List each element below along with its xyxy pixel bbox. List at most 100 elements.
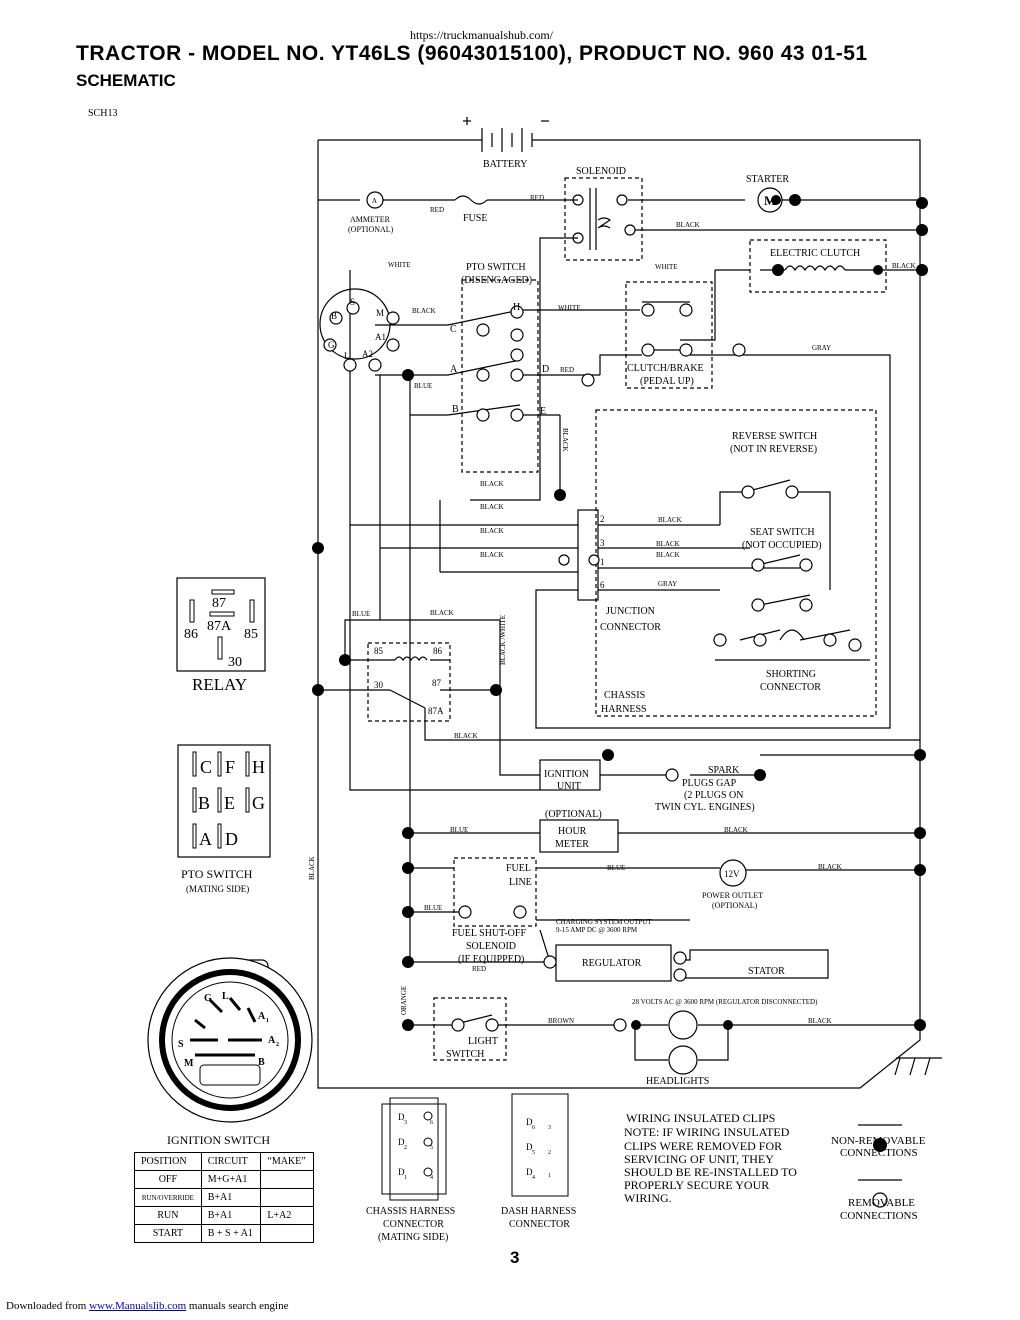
svg-text:(NOT OCCUPIED): (NOT OCCUPIED) [742,540,822,551]
electric-clutch-label: ELECTRIC CLUTCH [770,248,860,259]
svg-text:(DISENGAGED): (DISENGAGED) [461,275,532,286]
svg-text:L: L [344,351,350,361]
svg-text:3: 3 [600,538,605,548]
relay-diagram: 87 87A 86 85 30 RELAY [176,577,266,694]
svg-text:4: 4 [532,1175,535,1181]
svg-text:F: F [225,757,235,777]
ignition-unit-label: IGNITION [544,769,589,780]
dash-harness-connector: D6 D5 D4 321 DASH HARNESS CONNECTOR [501,1093,576,1230]
reverse-switch-label: REVERSE SWITCH [732,431,817,442]
svg-text:A2: A2 [362,349,373,359]
svg-text:WIRING.: WIRING. [624,1191,672,1205]
chassis-label: CHASSIS [604,690,645,701]
svg-text:(OPTIONAL): (OPTIONAL) [712,901,758,910]
svg-text:CONNECTIONS: CONNECTIONS [840,1210,918,1222]
svg-text:BLACK: BLACK [454,732,478,740]
svg-text:BLACK: BLACK [658,516,682,524]
pto-mating-label: PTO SWITCH [181,867,253,881]
footer: Downloaded from www.Manualslib.com manua… [6,1300,288,1312]
svg-text:WHITE: WHITE [388,261,411,269]
svg-text:G: G [328,340,335,350]
footer-prefix: Downloaded from [6,1300,87,1312]
svg-text:GRAY: GRAY [812,344,831,352]
svg-text:LINE: LINE [509,877,532,888]
svg-text:FUEL: FUEL [506,863,531,874]
svg-text:CLIPS WERE REMOVED FOR: CLIPS WERE REMOVED FOR [624,1139,782,1153]
svg-text:1: 1 [548,1173,551,1179]
svg-text:RED: RED [560,366,574,374]
svg-text:B: B [452,404,459,415]
svg-text:BLUE: BLUE [450,826,468,834]
svg-text:(IF EQUIPPED): (IF EQUIPPED) [458,954,524,965]
spark-label: SPARK [708,765,740,776]
svg-text:RED: RED [530,194,544,202]
light-switch-label: LIGHT [468,1036,498,1047]
svg-text:BLUE: BLUE [352,610,370,618]
svg-text:L: L [222,991,229,1002]
svg-text:HARNESS: HARNESS [601,704,647,715]
svg-text:SWITCH: SWITCH [446,1049,484,1060]
svg-text:METER: METER [555,839,589,850]
svg-text:BLACK: BLACK [676,221,700,229]
page-title: TRACTOR - MODEL NO. YT46LS (96043015100)… [76,42,868,65]
svg-text:CONNECTOR: CONNECTOR [383,1219,444,1230]
svg-text:BLACK: BLACK [480,503,504,511]
svg-text:G: G [204,993,212,1004]
svg-text:B: B [258,1057,265,1068]
svg-text:BLACK: BLACK [656,551,680,559]
svg-text:A: A [450,364,458,375]
hour-meter-label: HOUR [558,826,587,837]
svg-text:86: 86 [433,646,443,656]
svg-text:9-15 AMP DC @ 3600 RPM: 9-15 AMP DC @ 3600 RPM [556,926,638,934]
svg-text:BLACK: BLACK [808,1017,832,1025]
svg-text:BLACK: BLACK [480,480,504,488]
pto-switch-label: PTO SWITCH [466,262,526,273]
svg-text:(PEDAL UP): (PEDAL UP) [640,376,694,387]
svg-text:12V: 12V [724,869,740,879]
svg-text:CONNECTOR: CONNECTOR [509,1219,570,1230]
svg-text:87A: 87A [428,706,444,716]
svg-text:CONNECTOR: CONNECTOR [600,622,661,633]
svg-text:E: E [540,406,546,417]
svg-text:1: 1 [266,1018,269,1024]
svg-text:A: A [372,197,377,205]
svg-text:(NOT IN REVERSE): (NOT IN REVERSE) [730,444,817,455]
svg-text:28 VOLTS AC @ 3600 RPM (REGULA: 28 VOLTS AC @ 3600 RPM (REGULATOR DISCON… [632,998,818,1006]
svg-text:(OPTIONAL): (OPTIONAL) [545,809,602,820]
svg-text:WHITE: WHITE [655,263,678,271]
svg-text:D: D [526,1167,533,1177]
headlights-label: HEADLIGHTS [646,1076,709,1087]
ignition-table: POSITION CIRCUIT “MAKE” OFF M+G+A1 RUN/O… [134,1152,314,1243]
relay-label: RELAY [192,675,247,694]
svg-text:BLACK: BLACK [308,856,316,880]
svg-text:2: 2 [548,1150,551,1156]
manualslib-link[interactable]: www.Manualslib.com [89,1300,187,1312]
solenoid-label: SOLENOID [576,166,626,177]
svg-text:H: H [513,302,520,313]
stator-label: STATOR [748,966,785,977]
footer-suffix: manuals search engine [188,1300,289,1312]
svg-text:CHARGING SYSTEM OUTPUT: CHARGING SYSTEM OUTPUT [556,918,652,926]
svg-text:S: S [178,1039,184,1050]
ignition-switch-label: IGNITION SWITCH [167,1133,270,1147]
source-url: https://truckmanualshub.com/ [410,28,553,42]
svg-text:UNIT: UNIT [557,781,581,792]
page-number: 3 [510,1248,520,1267]
svg-text:D: D [526,1117,533,1127]
non-removable-dots [312,194,928,1152]
ammeter-label: AMMETER [350,215,391,224]
fuel-shutoff-label: FUEL SHUT-OFF [452,928,526,939]
battery-label: BATTERY [483,159,527,170]
svg-text:C: C [200,757,212,777]
svg-text:BLACK: BLACK [480,527,504,535]
svg-text:30: 30 [228,655,242,670]
svg-text:TWIN CYL. ENGINES): TWIN CYL. ENGINES) [655,802,755,813]
svg-text:S: S [350,297,355,307]
svg-text:M: M [184,1058,194,1069]
svg-text:BLACK: BLACK [430,609,454,617]
svg-text:M: M [376,308,384,318]
svg-text:A1: A1 [375,332,386,342]
svg-text:PROPERLY SECURE YOUR: PROPERLY SECURE YOUR [624,1178,769,1192]
removable-label: REMOVABLE [848,1197,915,1209]
